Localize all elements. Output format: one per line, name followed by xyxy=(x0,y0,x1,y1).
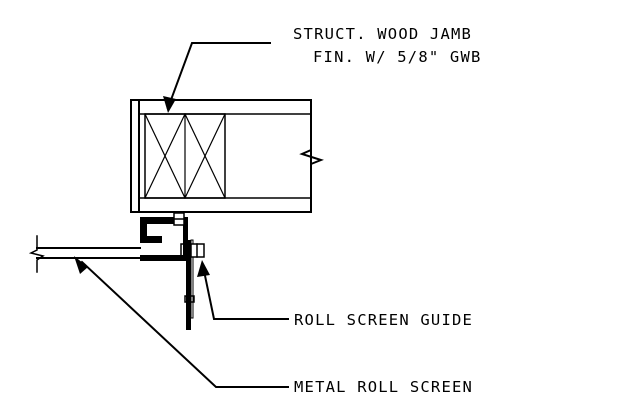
guide-leader xyxy=(197,260,289,320)
jamb-label-line1: STRUCT. WOOD JAMB xyxy=(293,25,472,43)
wood-jamb xyxy=(130,99,324,213)
screen-leader xyxy=(74,256,289,388)
metal-roll-screen xyxy=(28,235,188,273)
jamb-label-line2: FIN. W/ 5/8" GWB xyxy=(313,48,482,66)
guide-label: ROLL SCREEN GUIDE xyxy=(294,311,473,329)
jamb-leader xyxy=(163,42,271,113)
screen-label: METAL ROLL SCREEN xyxy=(294,378,473,396)
roll-screen-guide xyxy=(140,212,205,330)
